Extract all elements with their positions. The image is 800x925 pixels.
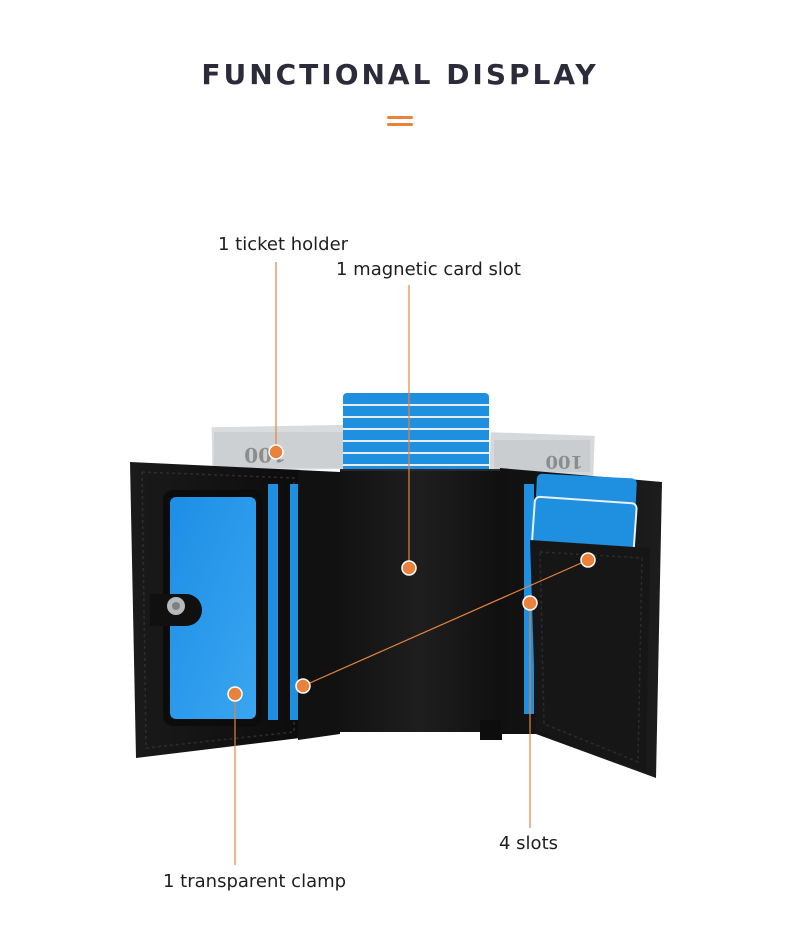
slots-label: 4 slots [499, 833, 559, 854]
wallet-left-panel [130, 462, 300, 758]
ticket-holder-marker [268, 444, 284, 460]
aluminum-card-case [340, 469, 502, 740]
popup-cards [343, 393, 489, 473]
transparent-clamp-label: 1 transparent clamp [163, 871, 347, 892]
page-title: FUNCTIONAL DISPLAY [201, 58, 599, 91]
transparent-clamp-marker [227, 686, 243, 702]
title-accent-bar-top [387, 116, 413, 119]
magnetic-slot-marker [401, 560, 417, 576]
slot-marker-left [295, 678, 311, 694]
bill-mark-right: 100 [545, 451, 583, 472]
ticket-holder-label: 1 ticket holder [218, 234, 349, 255]
magnetic-slot-label: 1 magnetic card slot [336, 259, 521, 280]
slot-marker-middle [522, 595, 538, 611]
title-accent-bar-bottom [387, 123, 413, 126]
slot-marker-right [580, 552, 596, 568]
banknotes: 100 100 [211, 424, 595, 476]
wallet-right-panel [500, 468, 662, 778]
